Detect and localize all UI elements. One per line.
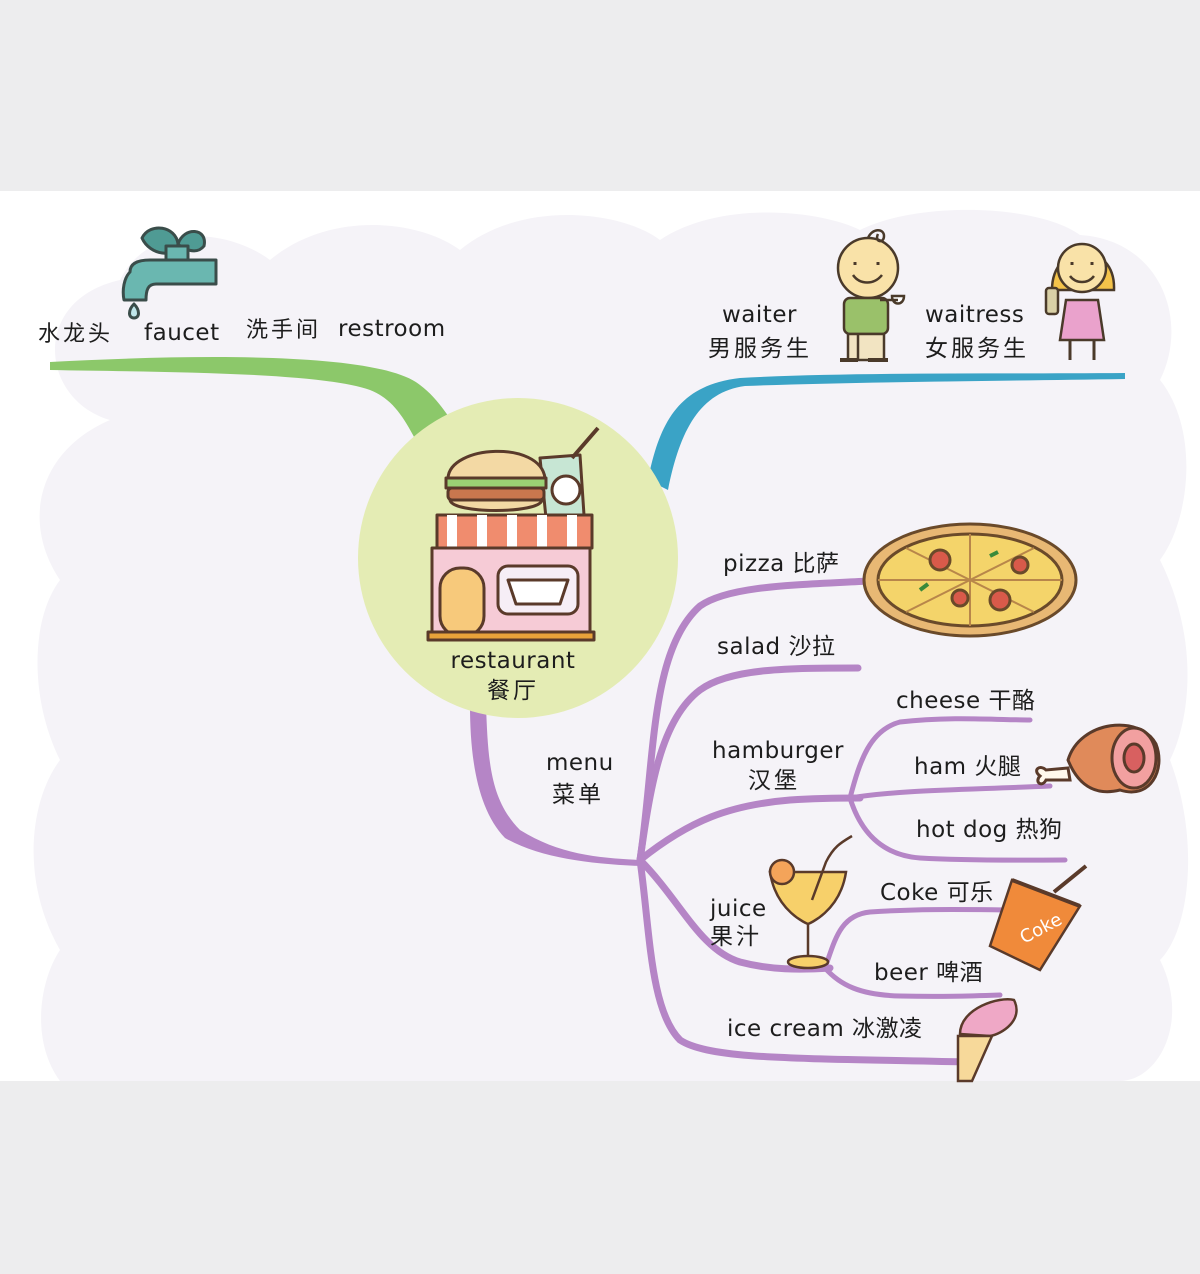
juice-glass-icon	[768, 834, 853, 970]
waiter-zh-label: 男服务生	[708, 336, 812, 362]
hamburger-zh-label: 汉堡	[748, 768, 800, 794]
branch-salad	[636, 664, 862, 864]
branch-beer	[822, 965, 1003, 999]
icecream-label: ice cream 冰激凌	[727, 1016, 923, 1042]
waitress-en-label: waitress	[925, 302, 1025, 328]
waiter-icon	[836, 229, 906, 362]
branch-icecream	[636, 856, 969, 1066]
pizza-label: pizza 比萨	[723, 551, 840, 577]
branch-pizza	[636, 577, 872, 864]
center-zh-label: 餐厅	[487, 678, 539, 704]
center-en-label: restaurant	[450, 648, 576, 674]
ice-cream-icon	[956, 998, 1018, 1083]
branch-ham	[847, 783, 1053, 801]
faucet-zh-label: 水龙头	[38, 322, 114, 347]
faucet-en-label: faucet	[144, 320, 220, 346]
menu-sub-branches	[636, 577, 1068, 1066]
waiter-en-label: waiter	[722, 302, 797, 328]
branch-cheese	[847, 716, 1033, 801]
pizza-icon	[862, 522, 1078, 638]
hotdog-label: hot dog 热狗	[916, 817, 1063, 843]
restroom-en-label: restroom	[338, 316, 446, 342]
menu-zh-label: 菜单	[552, 782, 604, 808]
cheese-label: cheese 干酪	[896, 688, 1036, 714]
ham-label: ham 火腿	[914, 754, 1022, 780]
faucet-icon	[121, 226, 218, 320]
restroom-zh-label: 洗手间	[246, 318, 322, 343]
salad-label: salad 沙拉	[717, 634, 836, 660]
branch-juice	[636, 856, 834, 973]
menu-en-label: menu	[546, 750, 614, 776]
beer-label: beer 啤酒	[874, 960, 984, 986]
branch-hamburger	[636, 794, 864, 864]
juice-zh-label: 果汁	[710, 924, 762, 950]
faucet-branch-line	[50, 357, 465, 448]
coke-label: Coke 可乐	[880, 880, 994, 906]
branch-hotdog	[847, 795, 1068, 863]
waitress-icon	[1044, 242, 1116, 360]
coke-cup-icon: Coke	[988, 864, 1088, 972]
branch-coke	[822, 907, 1033, 971]
juice-en-label: juice	[710, 896, 767, 922]
menu-trunk-line	[470, 705, 640, 866]
ham-icon	[1035, 723, 1161, 794]
hamburger-en-label: hamburger	[712, 738, 845, 764]
restaurant-icon	[426, 426, 600, 642]
waitress-zh-label: 女服务生	[925, 336, 1029, 362]
